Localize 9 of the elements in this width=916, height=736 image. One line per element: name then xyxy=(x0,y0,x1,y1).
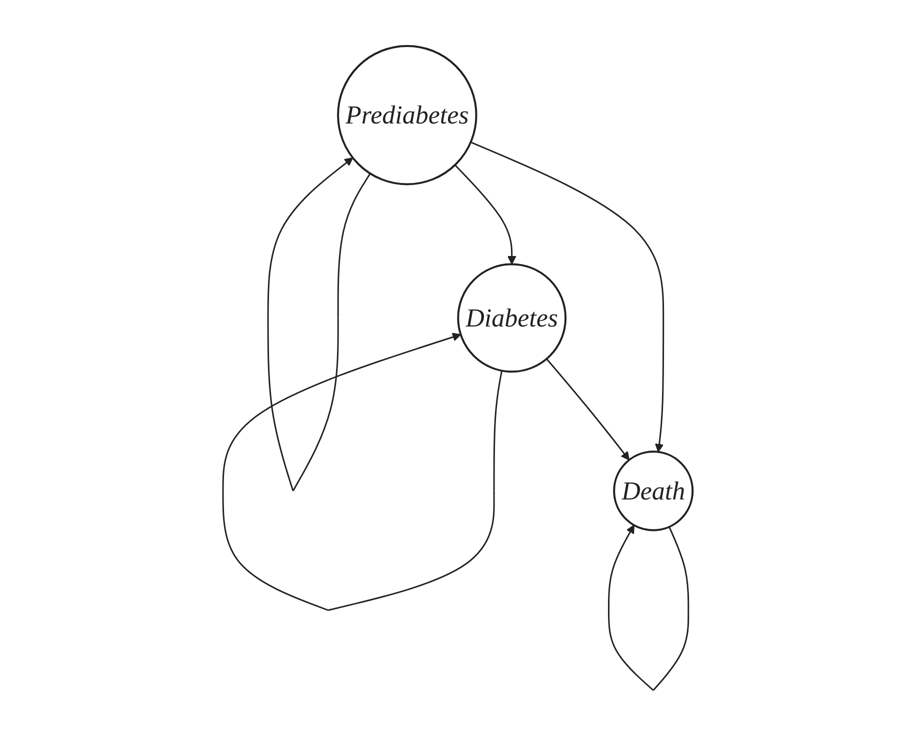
node-circle: Death xyxy=(613,450,694,531)
arrow xyxy=(267,157,371,492)
arrow xyxy=(454,164,516,264)
arrow xyxy=(470,141,664,452)
arrow xyxy=(608,524,690,691)
arrow xyxy=(546,358,630,460)
arrow xyxy=(222,332,503,611)
node-circle: Diabetes xyxy=(457,263,567,372)
node-circle: Prediabetes xyxy=(337,44,478,185)
